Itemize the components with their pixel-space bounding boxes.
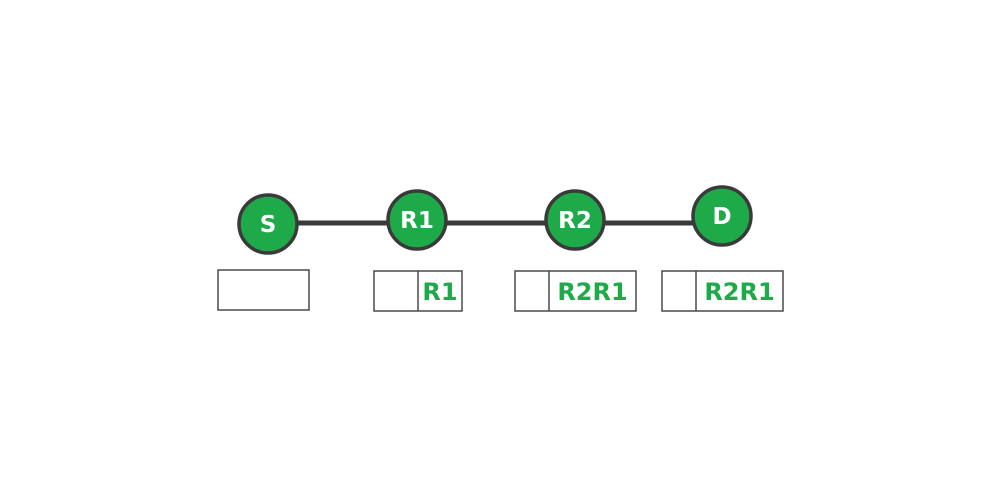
- node-r1: R1: [386, 189, 448, 251]
- route-record-text: R2R1: [557, 278, 627, 306]
- node-circle: [691, 185, 753, 247]
- node-label: R1: [400, 208, 434, 234]
- nodes-layer: S R1 R2 D: [237, 185, 753, 255]
- route-record-text: R1: [422, 278, 457, 306]
- route-box-r1: R1: [373, 270, 463, 312]
- route-box-frame: [514, 270, 637, 312]
- route-box-frame: [217, 269, 310, 311]
- route-box-frame: [661, 270, 784, 312]
- node-label: D: [712, 204, 731, 230]
- node-label: S: [260, 212, 277, 238]
- route-box-d: R2R1: [661, 270, 784, 312]
- node-r2: R2: [544, 189, 606, 251]
- node-d: D: [691, 185, 753, 247]
- node-circle: [544, 189, 606, 251]
- route-boxes-layer: R1 R2R1 R2R1: [217, 269, 784, 312]
- node-circle: [386, 189, 448, 251]
- route-box-s: [217, 269, 310, 311]
- route-box-r2: R2R1: [514, 270, 637, 312]
- node-label: R2: [558, 208, 592, 234]
- node-s: S: [237, 193, 299, 255]
- route-record-text: R2R1: [704, 278, 774, 306]
- node-circle: [237, 193, 299, 255]
